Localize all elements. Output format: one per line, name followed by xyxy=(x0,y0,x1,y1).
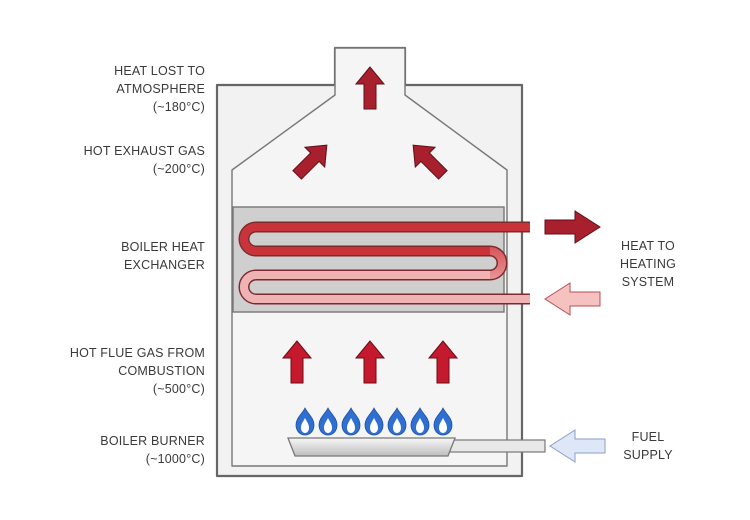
heat-outflow-arrow xyxy=(544,210,601,244)
flue-gas-line3: (~500°C) xyxy=(152,382,205,396)
hot-exhaust-line1: HOT EXHAUST GAS xyxy=(83,144,205,158)
hot-exhaust-line2: (~200°C) xyxy=(152,162,205,176)
hot-exhaust-label: HOT EXHAUST GAS (~200°C) xyxy=(84,142,205,178)
heat-return-arrow xyxy=(544,282,601,316)
flue-gas-line2: COMBUSTION xyxy=(118,364,205,378)
heat-exchanger-label: BOILER HEAT EXCHANGER xyxy=(121,238,205,274)
heating-system-line1: HEAT TO xyxy=(621,239,675,253)
heat-exchanger-line2: EXCHANGER xyxy=(124,258,205,272)
heating-system-label: HEAT TO HEATING SYSTEM xyxy=(612,237,684,291)
heat-lost-line3: (~180°C) xyxy=(152,100,205,114)
fuel-supply-line1: FUEL xyxy=(631,430,665,444)
flue-gas-label: HOT FLUE GAS FROM COMBUSTION (~500°C) xyxy=(70,344,205,398)
heat-exchanger-coil xyxy=(238,221,530,305)
heat-exchanger-line1: BOILER HEAT xyxy=(121,240,205,254)
heat-lost-line2: ATMOSPHERE xyxy=(116,82,205,96)
burner-tray xyxy=(287,437,546,457)
burner-line1: BOILER BURNER xyxy=(100,434,205,448)
fuel-supply-line2: SUPPLY xyxy=(623,448,673,462)
heating-system-line2: HEATING xyxy=(619,257,677,271)
burner-line2: (~1000°C) xyxy=(145,452,205,466)
heat-lost-line1: HEAT LOST TO xyxy=(114,64,205,78)
flue-gas-line1: HOT FLUE GAS FROM xyxy=(69,346,205,360)
fuel-supply-arrow xyxy=(549,429,606,463)
heating-system-line3: SYSTEM xyxy=(621,275,675,289)
fuel-supply-label: FUEL SUPPLY xyxy=(618,428,678,464)
heat-lost-label: HEAT LOST TO ATMOSPHERE (~180°C) xyxy=(114,62,205,116)
burner-label: BOILER BURNER (~1000°C) xyxy=(100,432,205,468)
